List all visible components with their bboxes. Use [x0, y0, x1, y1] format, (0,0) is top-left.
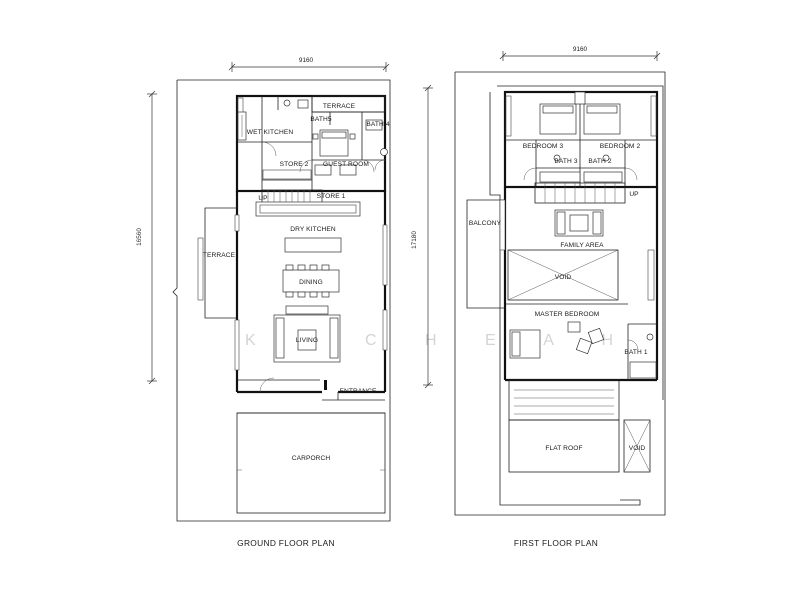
gf-site-boundary [172, 79, 391, 522]
ff-void-top [507, 249, 655, 301]
ff-label-up: UP [629, 191, 639, 198]
gf-label-dry-kitchen: DRY KITCHEN [290, 226, 336, 233]
ff-site-boundary [454, 71, 666, 516]
ff-label-bath1: BATH 1 [624, 349, 647, 356]
ff-label-bedroom3: BEDROOM 3 [523, 143, 564, 150]
gf-depth-dimension: 16560 [136, 90, 157, 385]
ff-label-void-side: VOID [629, 445, 646, 452]
ff-label-master-bedroom: MASTER BEDROOM [535, 311, 600, 318]
gf-dining-table [282, 264, 340, 298]
gf-label-bath5: BATH5 [310, 116, 331, 123]
ff-staircase [534, 182, 626, 204]
gf-label-dining: DINING [299, 279, 323, 286]
ff-width-dimension: 9160 [499, 46, 661, 61]
ff-label-family-area: FAMILY AREA [560, 242, 604, 249]
ff-label-balcony: BALCONY [469, 220, 502, 227]
ff-flat-roof [508, 379, 620, 473]
gf-title: GROUND FLOOR PLAN [237, 538, 335, 548]
ff-depth-label: 17180 [411, 231, 418, 249]
ff-label-bath2: BATH 2 [588, 158, 611, 165]
gf-label-store1: STORE 1 [317, 193, 346, 200]
ff-void-side [623, 419, 651, 473]
gf-label-terrace-top: TERRACE [323, 103, 356, 110]
ff-label-bath3: BATH 3 [554, 158, 577, 165]
gf-label-entrance: ENTRANCE [339, 388, 377, 395]
ff-label-bedroom2: BEDROOM 2 [600, 143, 641, 150]
gf-width-label: 9160 [299, 57, 314, 64]
gf-label-terrace-side: TERRACE [203, 252, 236, 259]
gf-service-block-walls [235, 94, 387, 193]
gf-label-wet-kitchen: WET KITCHEN [247, 129, 294, 136]
gf-label-guest-room: GUEST ROOM [323, 161, 369, 168]
gf-side-terrace [197, 207, 237, 319]
first-floor-plan: 9160 17180 [411, 46, 666, 548]
gf-label-living: LIVING [296, 337, 318, 344]
ff-width-label: 9160 [573, 46, 588, 53]
gf-label-bath4: BATH 4 [366, 121, 389, 128]
gf-living-furniture [273, 305, 341, 363]
gf-depth-label: 16560 [136, 228, 143, 246]
ff-depth-dimension: 17180 [411, 84, 433, 389]
ff-title: FIRST FLOOR PLAN [514, 538, 598, 548]
gf-label-carporch: CARPORCH [292, 455, 331, 462]
ground-floor-plan: 9160 16560 [136, 57, 391, 548]
gf-label-up: UP [258, 195, 268, 202]
gf-label-store2: STORE 2 [280, 161, 309, 168]
ff-label-void-top: VOID [555, 274, 572, 281]
ff-label-flat-roof: FLAT ROOF [545, 445, 582, 452]
gf-width-dimension: 9160 [228, 57, 390, 72]
